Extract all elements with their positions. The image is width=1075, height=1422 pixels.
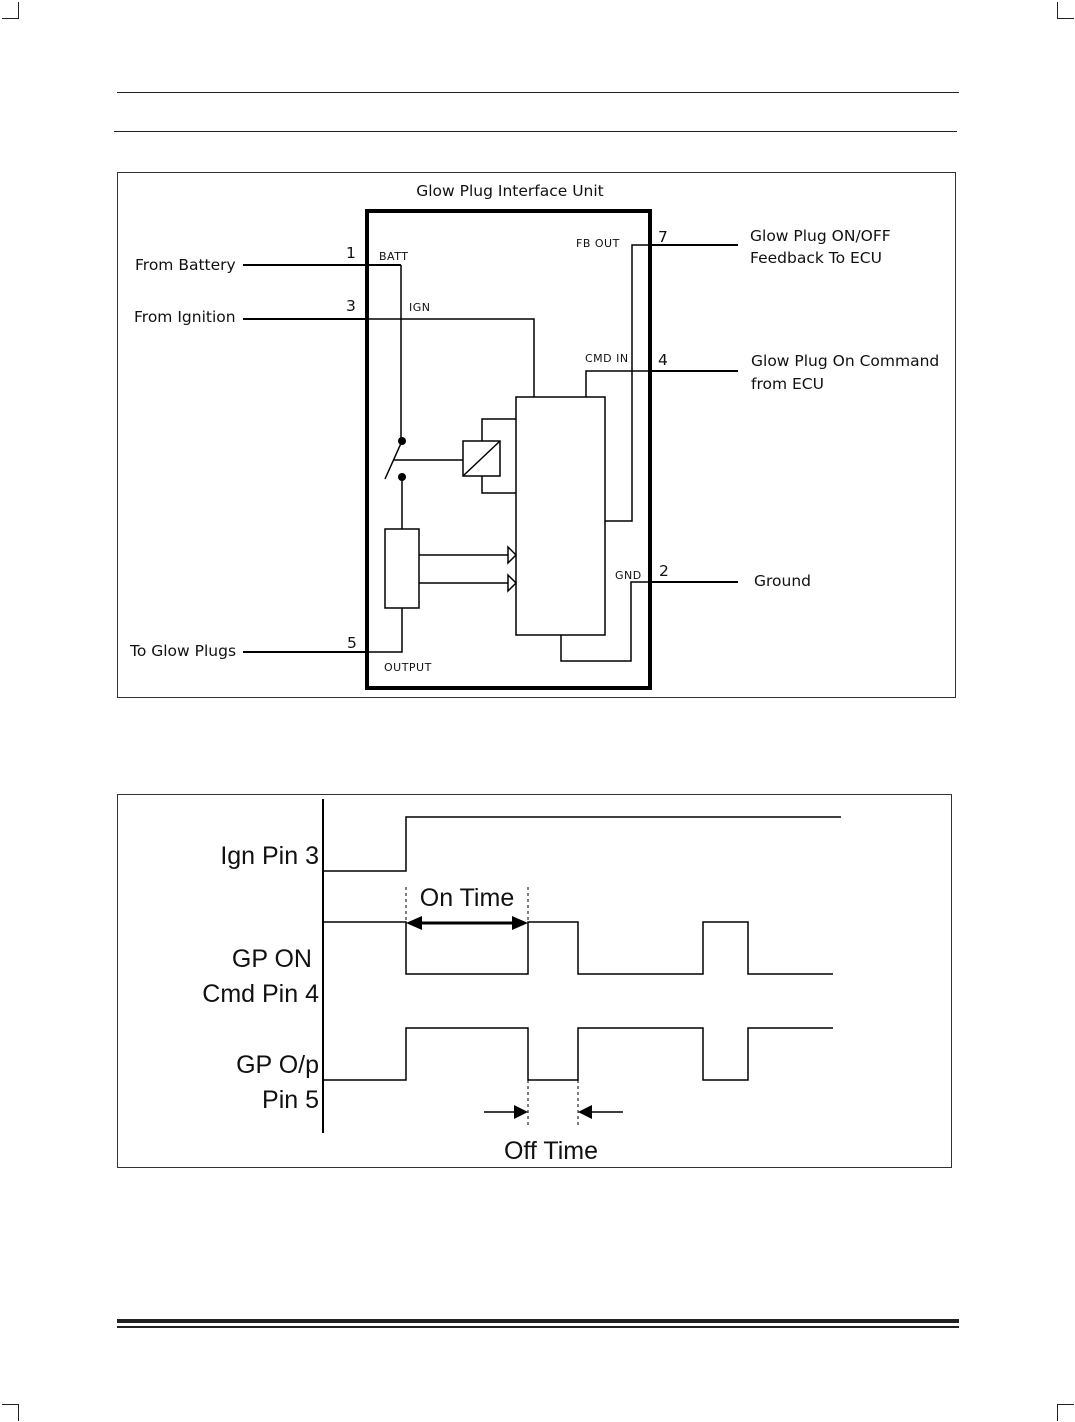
switch-blade — [384, 440, 403, 480]
current-sensor-block — [384, 528, 420, 609]
cmd-waveform — [323, 921, 833, 975]
out-signal-label-line2: Pin 5 — [262, 1086, 319, 1114]
ign-waveform — [323, 816, 841, 872]
on-time-arrow-right — [512, 916, 528, 930]
output-pin-label: OUTPUT — [384, 661, 432, 674]
output-internal-wire — [367, 608, 403, 653]
on-time-arrow-left — [406, 916, 422, 930]
crop-mark-bottom-right — [1057, 1404, 1074, 1421]
header-rule-top — [117, 92, 959, 93]
battery-input-label: From Battery — [135, 256, 236, 274]
pin-4-number: 4 — [658, 351, 668, 369]
off-time-arrow-left-head — [514, 1105, 528, 1119]
block-diagram-frame: Glow Plug Interface Unit From Battery 1 … — [117, 172, 956, 698]
relay-coil-wire-bottom — [481, 476, 516, 494]
crop-mark-top-right — [1057, 2, 1074, 19]
relay-coil-wire-top — [481, 418, 516, 441]
diagram-title: Glow Plug Interface Unit — [416, 182, 604, 200]
sensor-signal-arrow-2 — [507, 573, 518, 593]
sensor-signal-arrow-1 — [507, 545, 518, 565]
command-input-label-line1: Glow Plug On Command — [751, 352, 939, 370]
ign-pin-label: IGN — [409, 301, 431, 314]
batt-pin-label: BATT — [379, 250, 408, 263]
crop-mark-top-left — [2, 2, 19, 19]
ignition-input-label: From Ignition — [134, 308, 236, 326]
cmd-in-internal-wire — [585, 370, 650, 397]
pin-2-number: 2 — [659, 562, 669, 580]
gnd-internal-wire — [560, 581, 650, 662]
off-time-arrow-right-head — [578, 1105, 592, 1119]
glow-plugs-output-label: To Glow Plugs — [129, 642, 236, 660]
cmd-in-pin-label: CMD IN — [585, 352, 629, 365]
pin-1-number: 1 — [346, 244, 356, 262]
controller-block — [515, 396, 606, 636]
out-waveform — [323, 1027, 833, 1081]
ign-signal-label: Ign Pin 3 — [220, 842, 319, 870]
relay-coil-diagonal — [462, 440, 501, 477]
crop-mark-bottom-left — [2, 1404, 19, 1421]
interface-unit-box — [365, 209, 652, 690]
feedback-output-label-line1: Glow Plug ON/OFF — [750, 227, 891, 245]
on-time-label: On Time — [420, 884, 514, 912]
pin-3-number: 3 — [346, 297, 356, 315]
feedback-output-label-line2: Feedback To ECU — [750, 249, 882, 267]
cmd-signal-label-line2: Cmd Pin 4 — [202, 980, 319, 1008]
timing-diagram-frame: Ign Pin 3 GP ON Cmd Pin 4 GP O/p Pin 5 O… — [117, 794, 952, 1168]
ground-label: Ground — [754, 572, 811, 590]
footer-rule-thick — [117, 1319, 959, 1323]
cmd-signal-label-line1: GP ON — [232, 945, 312, 973]
ign-internal-wire — [367, 318, 535, 397]
fb-out-internal-wire — [605, 244, 650, 522]
command-input-label-line2: from ECU — [751, 375, 824, 393]
out-signal-label-line1: GP O/p — [236, 1051, 319, 1079]
footer-rule-thin — [117, 1326, 959, 1328]
gnd-pin-label: GND — [615, 569, 642, 582]
fb-out-pin-label: FB OUT — [576, 237, 620, 250]
pin-5-number: 5 — [347, 634, 357, 652]
pin-7-number: 7 — [658, 228, 668, 246]
off-time-label: Off Time — [504, 1137, 598, 1165]
header-rule-bottom — [114, 131, 957, 132]
block-diagram: Glow Plug Interface Unit From Battery 1 … — [129, 182, 939, 690]
timing-diagram: Ign Pin 3 GP ON Cmd Pin 4 GP O/p Pin 5 O… — [202, 799, 841, 1165]
